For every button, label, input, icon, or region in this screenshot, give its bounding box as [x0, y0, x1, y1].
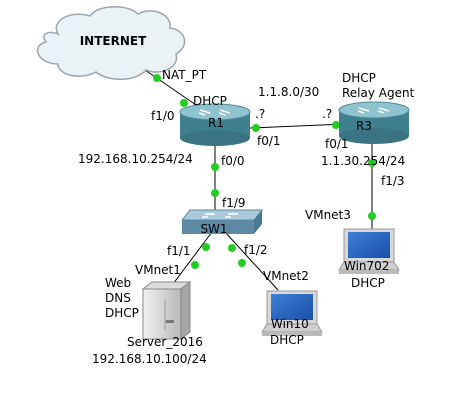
r3-role-line2: Relay Agent [342, 86, 415, 100]
link-dot [228, 244, 236, 252]
link-sw1-server [169, 231, 213, 289]
server-name-label: Server_2016 [127, 335, 203, 349]
r3-lan-iface-label: f1/3 [381, 174, 405, 188]
switch-sw1-icon[interactable] [180, 209, 264, 234]
r1-r3-iface-label: f0/1 [257, 134, 281, 148]
router-r1-icon[interactable] [179, 103, 251, 146]
win702-vmnet-label: VMnet3 [305, 208, 351, 222]
router-r1-label: R1 [208, 116, 224, 130]
r1-wan-iface-label: f1/0 [151, 109, 175, 123]
link-dot [368, 212, 376, 220]
win10-vmnet-label: VMnet2 [263, 269, 309, 283]
link-dot [332, 121, 340, 129]
win702-mode-label: DHCP [351, 276, 385, 290]
win702-laptop-icon[interactable] [338, 228, 400, 274]
r3-role-line1: DHCP [342, 71, 376, 85]
link-dot [211, 189, 219, 197]
r1-wan-mode-label: DHCP [193, 94, 227, 108]
win10-mode-label: DHCP [270, 333, 304, 347]
win702-name-label: Win702 [344, 259, 389, 273]
link-dot [153, 74, 161, 82]
sw1-up-iface-label: f1/9 [222, 196, 246, 210]
link-dot [180, 99, 188, 107]
link-sw1-win10 [224, 231, 279, 291]
link-dot [252, 124, 260, 132]
server-service-web: Web [105, 276, 131, 290]
server-service-dns: DNS [105, 291, 131, 305]
r1-lan-iface-label: f0/0 [221, 154, 245, 168]
link-dot [368, 159, 376, 167]
win10-name-label: Win10 [271, 317, 309, 331]
server-service-dhcp: DHCP [105, 306, 139, 320]
server-ip-label: 192.168.10.100/24 [92, 352, 207, 366]
r3-lan-ip-label: 1.1.30.254/24 [321, 154, 405, 168]
switch-sw1-label: SW1 [200, 222, 227, 236]
internet-label: INTERNET [80, 34, 147, 48]
r3-r1-link-ip-label: .? [322, 107, 332, 121]
internet-nat-label: NAT_PT [162, 68, 207, 82]
link-dot [202, 243, 210, 251]
link-r1-r3 [249, 123, 346, 129]
link-dot [238, 259, 246, 267]
win10-laptop-icon[interactable] [261, 290, 323, 336]
r1-lan-ip-label: 192.168.10.254/24 [78, 152, 193, 166]
link-network-label: 1.1.8.0/30 [258, 85, 319, 99]
server-vmnet-label: VMnet1 [135, 263, 181, 277]
sw1-win10-iface-label: f1/2 [244, 243, 268, 257]
sw1-server-iface-label: f1/1 [167, 244, 191, 258]
link-dots [153, 74, 376, 269]
router-r3-icon[interactable] [338, 101, 410, 144]
r3-r1-iface-label: f0/1 [325, 137, 349, 151]
link-dot [211, 163, 219, 171]
link-dot [191, 261, 199, 269]
r1-r3-link-ip-label: .? [255, 107, 265, 121]
internet-cloud-icon[interactable] [36, 6, 186, 80]
router-r3-label: R3 [356, 119, 372, 133]
server-icon[interactable] [141, 280, 192, 341]
